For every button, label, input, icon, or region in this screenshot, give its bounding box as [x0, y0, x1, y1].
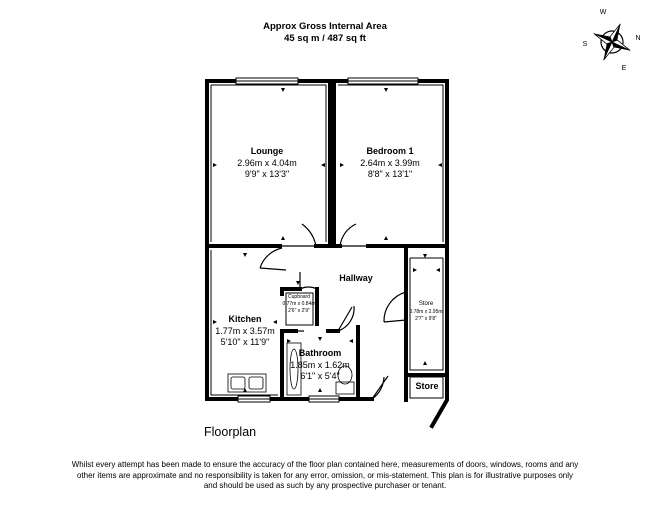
store-outer-name: Store [415, 381, 438, 391]
hallway-name: Hallway [339, 273, 373, 283]
kitchen-name: Kitchen [228, 314, 261, 324]
store-inner-metric: 0.78m x 2.95m [409, 309, 442, 315]
kitchen-imperial: 5'10" x 11'9" [221, 337, 270, 347]
cupboard-metric: 0.77m x 0.84m [282, 301, 315, 307]
compass-w: S [583, 41, 588, 48]
bathroom-name: Bathroom [299, 348, 342, 358]
compass-rose-icon [593, 23, 631, 61]
area-title: Approx Gross Internal Area [263, 21, 387, 32]
lounge-name: Lounge [251, 146, 284, 156]
bedroom-name: Bedroom 1 [366, 146, 413, 156]
cupboard-imperial: 2'6" x 2'9" [288, 308, 310, 314]
dimension-arrows [213, 88, 442, 392]
store-inner-imperial: 2'7" x 9'8" [415, 316, 437, 322]
cupboard-name: Cupboard [288, 294, 310, 300]
floorplan-label: Floorplan [204, 425, 257, 439]
lounge-metric: 2.96m x 4.04m [237, 158, 297, 168]
store-inner-name: Store [419, 301, 434, 307]
door-swings [259, 223, 407, 400]
kitchen-metric: 1.77m x 3.57m [215, 326, 275, 336]
bathroom-metric: 1.85m x 1.62m [290, 360, 350, 370]
compass-n: W [600, 9, 607, 16]
disclaimer: Whilst every attempt has been made to en… [71, 460, 579, 490]
bedroom-metric: 2.64m x 3.99m [360, 158, 420, 168]
windows [235, 77, 419, 403]
compass-s: E [622, 65, 627, 72]
bathroom-imperial: 6'1" x 5'4" [300, 371, 339, 381]
fixtures [227, 342, 355, 396]
compass-e: N [635, 35, 640, 42]
lounge-imperial: 9'9" x 13'3" [245, 169, 289, 179]
area-value: 45 sq m / 487 sq ft [284, 33, 366, 44]
bedroom-imperial: 8'8" x 13'1" [368, 169, 412, 179]
